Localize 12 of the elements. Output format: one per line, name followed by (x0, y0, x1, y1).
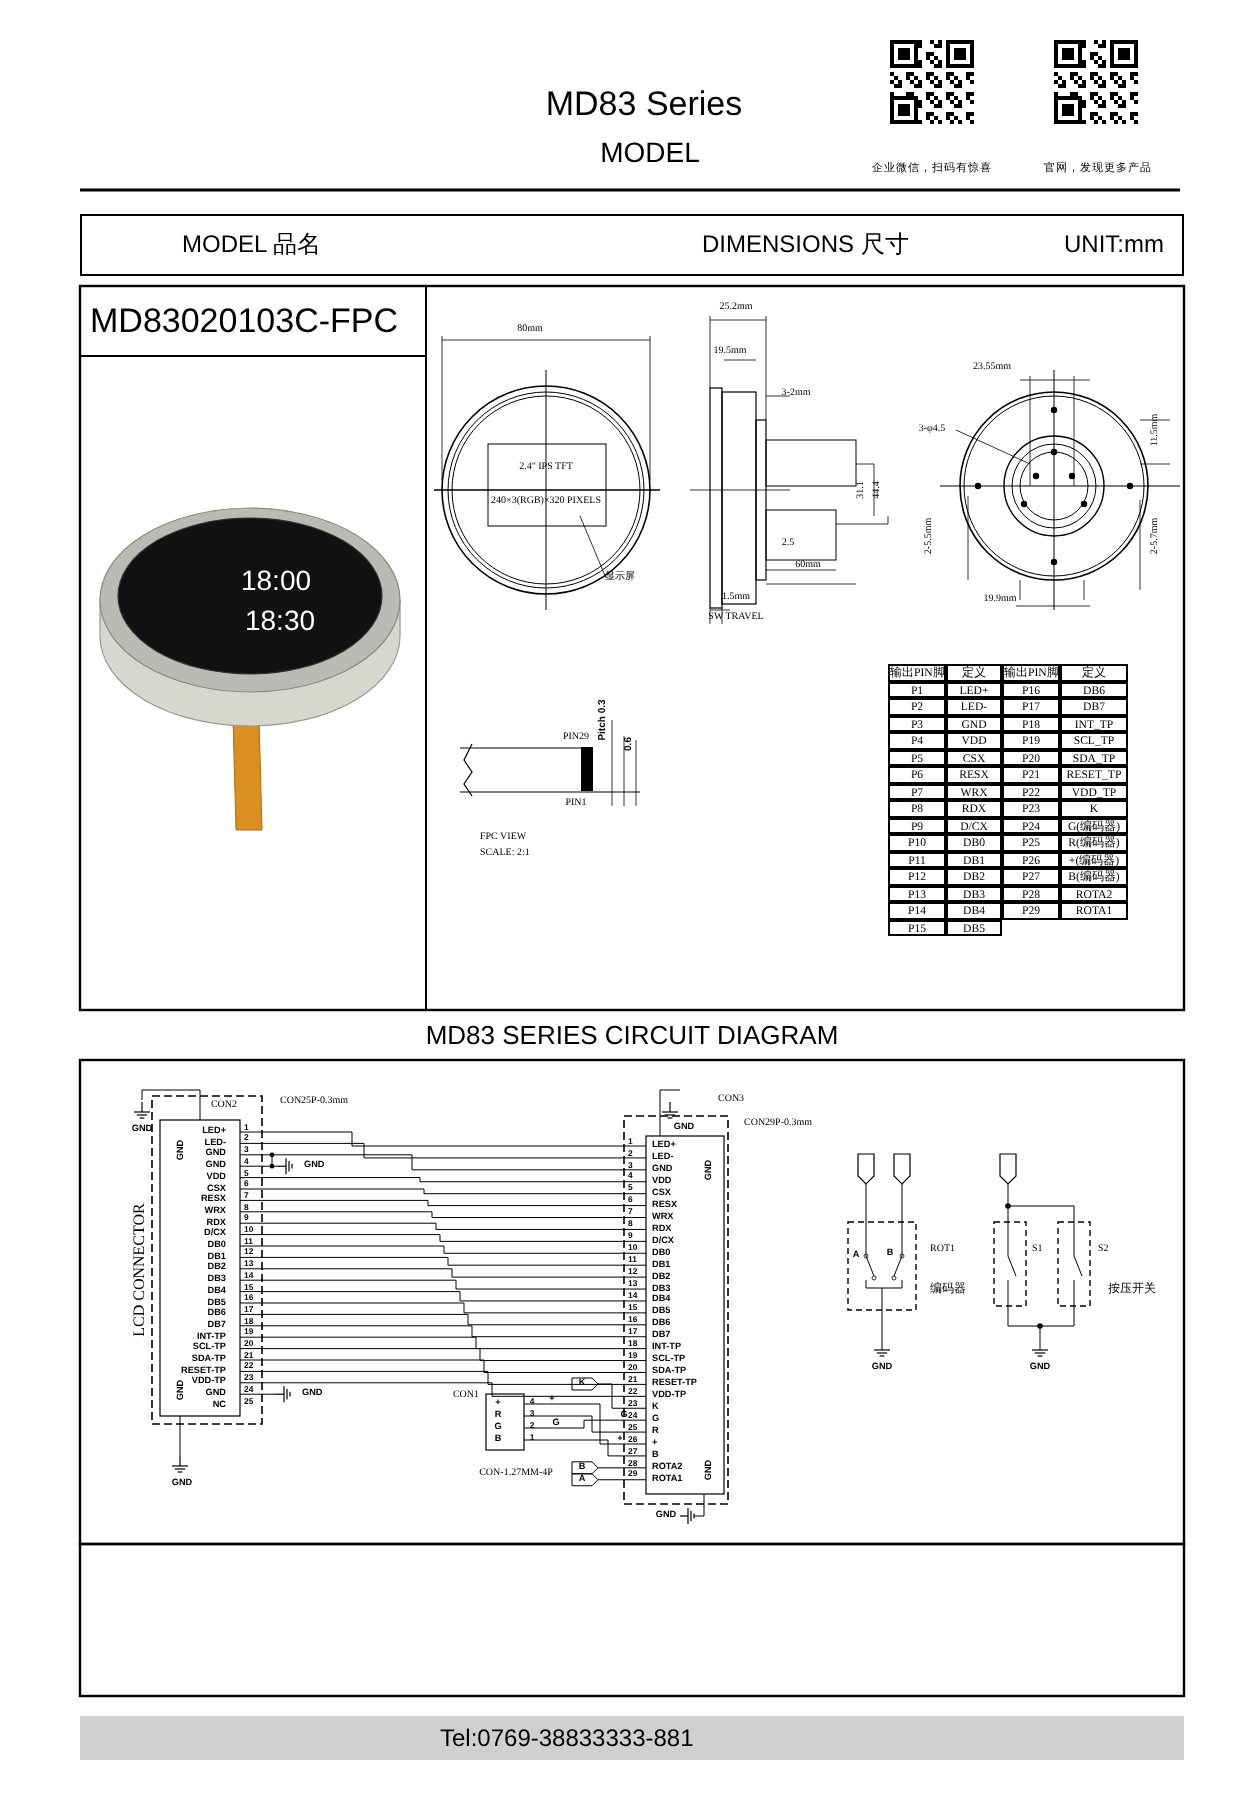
column-heading: MODEL 品名 (182, 232, 322, 256)
model-number: MD83020103C-FPC (90, 300, 399, 345)
column-heading: UNIT:mm (1064, 232, 1164, 256)
screen-time-text: 18:00 (240, 566, 312, 594)
column-heading: DIMENSIONS 尺寸 (702, 232, 909, 256)
footer-contact: Tel:0769-38833333-881 (440, 1726, 694, 1750)
section-title: MD83 SERIES CIRCUIT DIAGRAM (80, 1010, 1184, 1060)
header-bar (80, 214, 1184, 276)
subtitle: MODEL (600, 138, 700, 166)
connector-label: LCD CONNECTOR (132, 1203, 148, 1337)
screen-time-text: 18:30 (244, 606, 316, 634)
page-title: MD83 Series (545, 87, 743, 121)
